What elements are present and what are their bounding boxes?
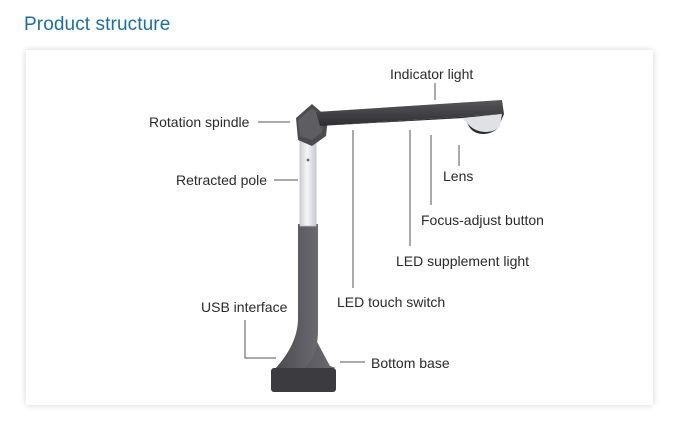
pole-indicator-dot — [306, 158, 310, 162]
label-usb-interface: USB interface — [201, 299, 288, 315]
page-title: Product structure — [24, 14, 171, 35]
label-retracted-pole: Retracted pole — [176, 172, 268, 188]
label-led-touch-switch: LED touch switch — [337, 294, 446, 310]
lower-column-shape — [276, 224, 318, 368]
label-lens: Lens — [443, 168, 474, 184]
label-bottom-base: Bottom base — [371, 355, 450, 371]
label-rotation-spindle: Rotation spindle — [149, 114, 250, 130]
diagram-panel — [26, 50, 653, 405]
label-led-supplement-light: LED supplement light — [396, 253, 530, 269]
label-focus-adjust-button: Focus-adjust button — [421, 212, 544, 228]
label-indicator-light: Indicator light — [390, 66, 474, 82]
top-arm-shape — [316, 100, 504, 134]
leader-lines — [244, 83, 460, 363]
